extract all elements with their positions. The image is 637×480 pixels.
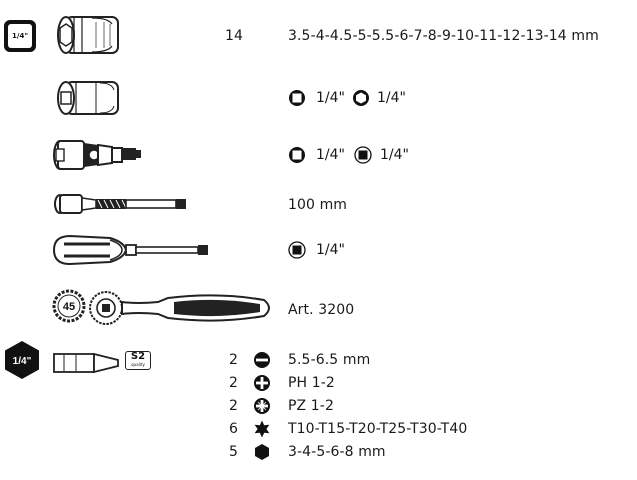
adaptor-square-label: 1/4" [316,90,345,106]
bit-spec-phillips: PH 1-2 [288,375,335,391]
universal-joint-icon [50,135,145,175]
male-square-drive-icon [288,241,306,259]
ratchet-teeth-count: 45 [63,301,75,313]
drive-size-label: 1/4" [8,24,32,48]
socket-icon [52,14,122,56]
steel-grade: S2 [130,351,146,362]
driver-handle-icon [50,232,220,268]
adaptor-hex-label: 1/4" [377,90,406,106]
hex-icon [253,443,271,461]
bit-drive-hex-badge: 1/4" [2,340,42,380]
phillips-icon [253,374,271,392]
bit-count-pozidriv: 2 [228,398,238,414]
socket-count: 14 [225,28,244,44]
hex-drive-icon [352,89,370,107]
square-drive-icon [288,146,306,164]
ujoint-male-square-label: 1/4" [380,147,409,163]
bit-spec-torx: T10-T15-T20-T25-T30-T40 [288,421,468,437]
bit-count-slotted: 2 [228,352,238,368]
extension-length: 100 mm [288,197,348,213]
extension-bar-icon [52,192,192,216]
ratchet-teeth-badge: 45 [52,289,86,323]
ujoint-square-label: 1/4" [316,147,345,163]
drive-size-badge: 1/4" [4,20,36,52]
ratchet-article: Art. 3200 [288,302,355,318]
adaptor-icon [52,78,122,118]
bit-count-torx: 6 [228,421,238,437]
socket-sizes: 3.5-4-4.5-5-5.5-6-7-8-9-10-11-12-13-14 m… [288,28,599,44]
pozidriv-icon [253,397,271,415]
bit-spec-pozidriv: PZ 1-2 [288,398,334,414]
slotted-icon [253,351,271,369]
steel-grade-sub: quality [131,362,145,367]
ratchet-icon [88,288,276,328]
square-drive-icon [288,89,306,107]
torx-icon [253,420,271,438]
bit-icon [52,352,122,374]
bit-spec-hex: 3-4-5-6-8 mm [288,444,386,460]
s2-quality-badge: S2 quality [125,351,151,370]
driver-male-square-label: 1/4" [316,242,345,258]
male-square-drive-icon [354,146,372,164]
bit-count-phillips: 2 [228,375,238,391]
bit-spec-slotted: 5.5-6.5 mm [288,352,371,368]
bit-drive-label: 1/4" [13,356,32,367]
bit-count-hex: 5 [228,444,238,460]
